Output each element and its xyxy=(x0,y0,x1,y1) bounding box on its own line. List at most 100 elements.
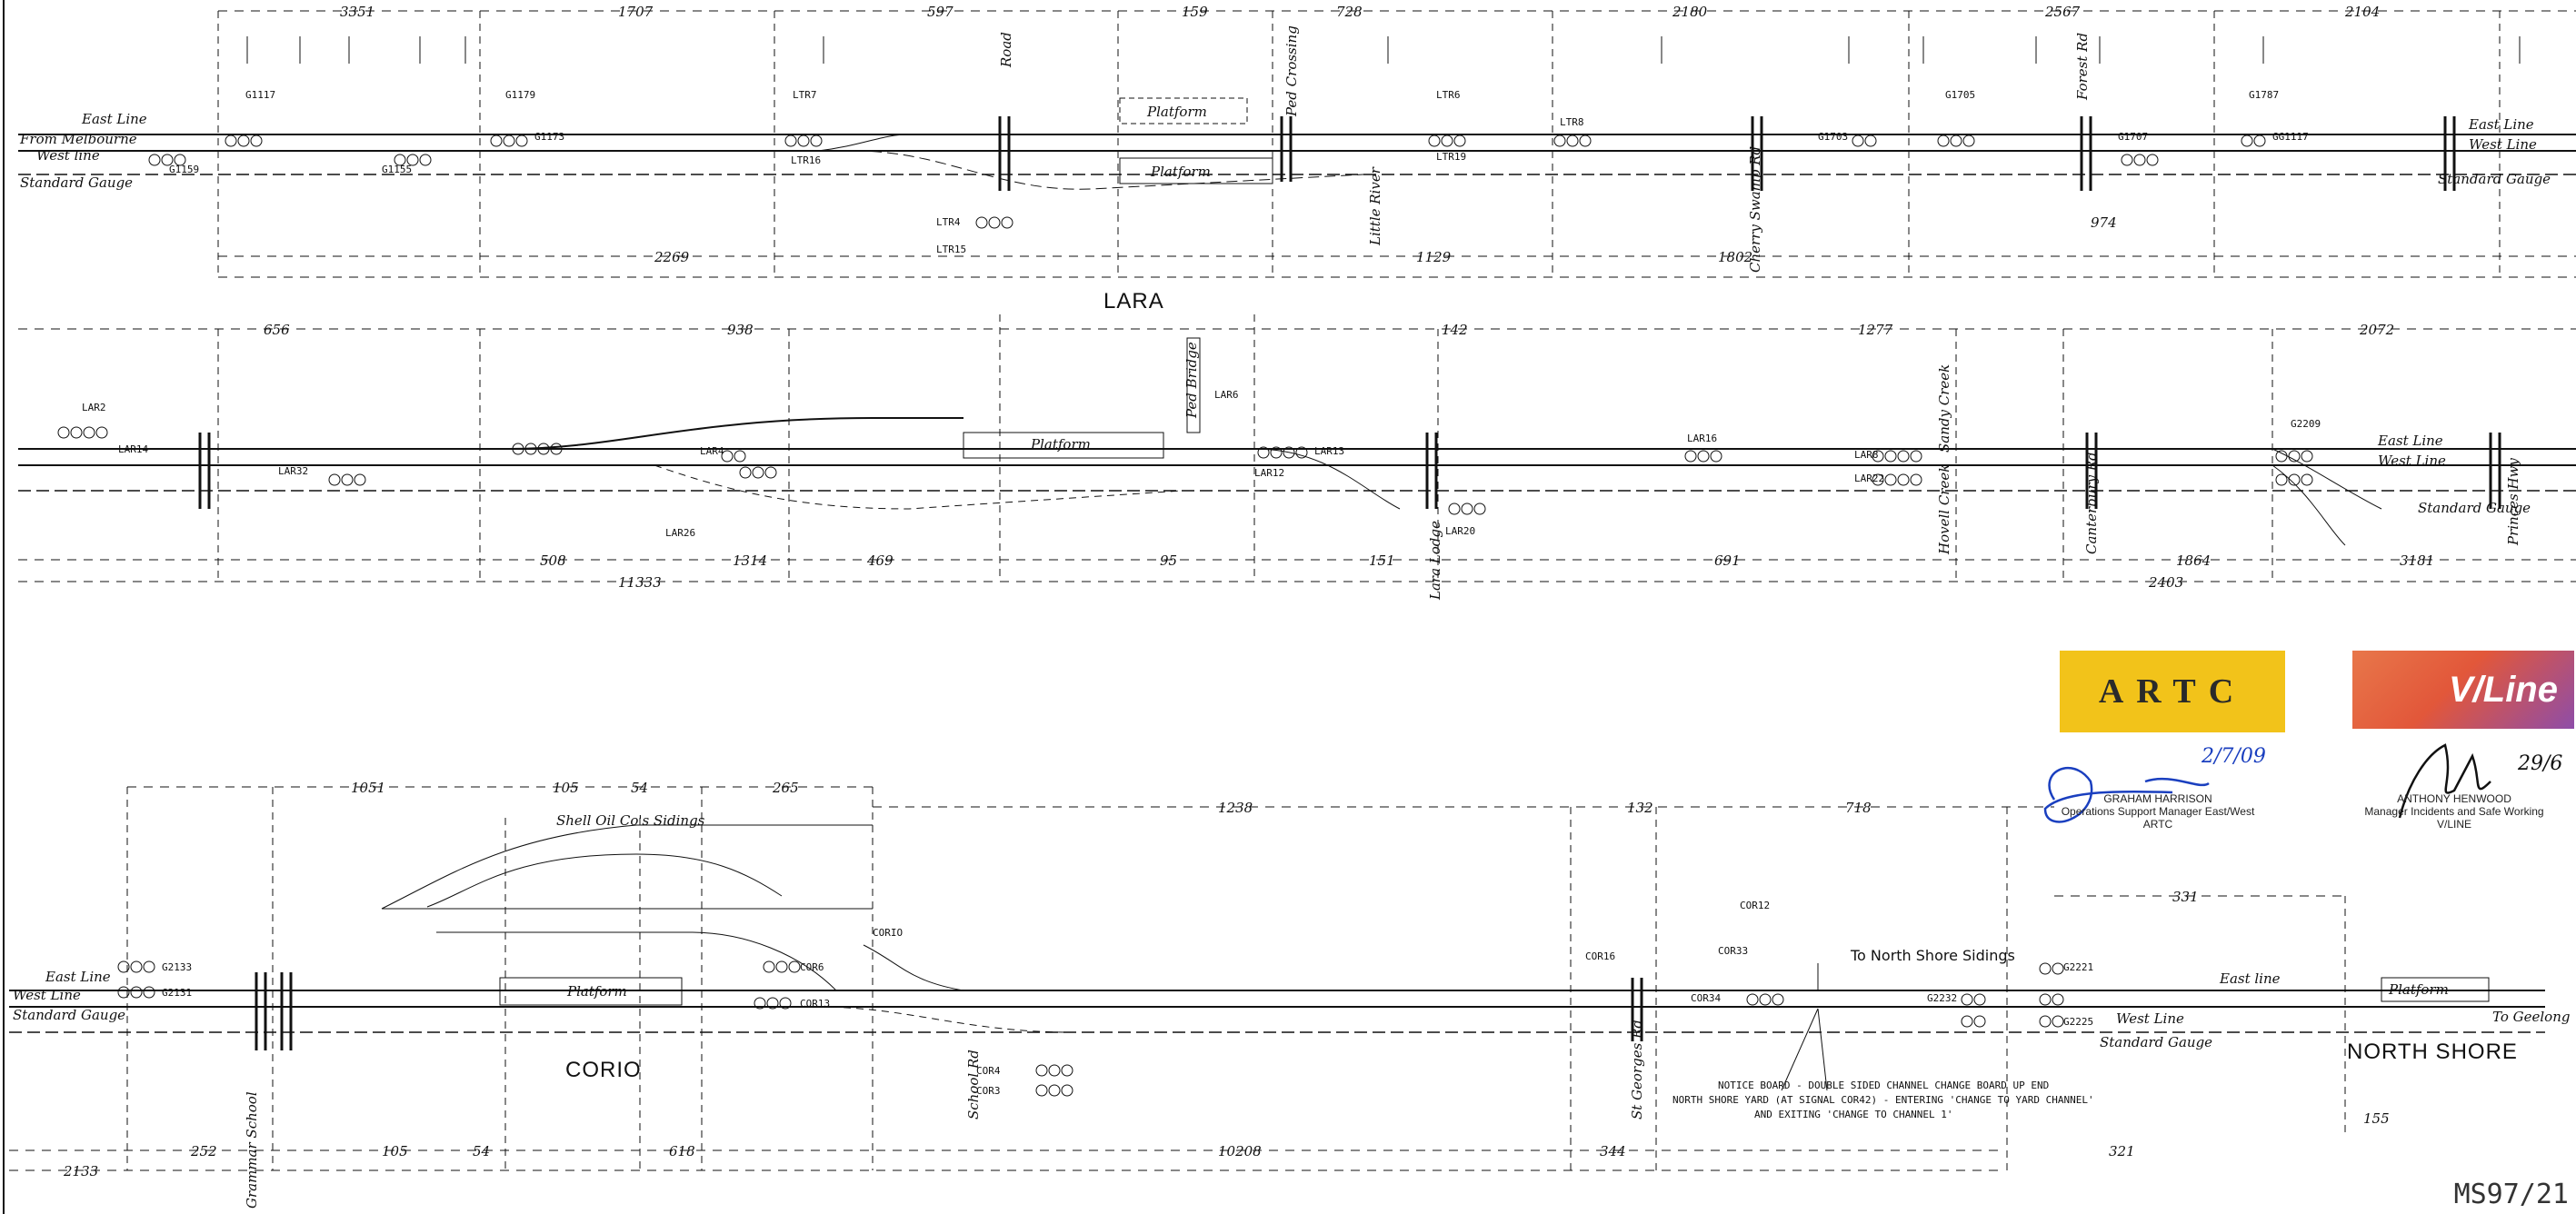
crossing-princes-hwy-label: Princes Hwy xyxy=(2505,458,2521,545)
notice-line-2: NORTH SHORE YARD (AT SIGNAL COR42) - ENT… xyxy=(1672,1094,2094,1106)
distance-r1-5: 2180 xyxy=(1672,4,1708,20)
vline-signature xyxy=(2398,743,2491,819)
north-shore-station-name: NORTH SHORE xyxy=(2347,1040,2518,1064)
lara-platform-label: Platform xyxy=(1031,436,1091,453)
row3-crossover xyxy=(817,1006,1073,1033)
lara-platform xyxy=(963,432,1164,459)
signal-label-r3-9: COR33 xyxy=(1718,945,1749,957)
notice-pointer-1 xyxy=(1781,1008,1819,1091)
signal-label-r1-11: LTR8 xyxy=(1560,116,1584,128)
row1-right-std-label: Standard Gauge xyxy=(2438,171,2551,187)
signal-label-r1-14: G1707 xyxy=(2118,131,2149,143)
corio-platform-label: Platform xyxy=(567,983,627,1000)
shell-siding-2 xyxy=(426,853,783,908)
distance-r1-9: 1129 xyxy=(1416,249,1452,265)
distance-r2-3: 1277 xyxy=(1858,322,1893,338)
distance-r3-15: 155 xyxy=(2363,1110,2390,1127)
north-shore-platform-label: Platform xyxy=(2389,981,2449,998)
notice-pointer-2 xyxy=(1817,1008,1828,1091)
row1-right-west-label: West Line xyxy=(2469,136,2537,153)
signal-label-r1-0: G1117 xyxy=(245,89,276,101)
signal-label-r1-13: G1703 xyxy=(1818,131,1849,143)
signal-label-r2-0: LAR2 xyxy=(82,402,106,413)
distance-r2-7: 1314 xyxy=(733,552,768,569)
vline-signatory-block: ANTHONY HENWOOD Manager Incidents and Sa… xyxy=(2363,792,2545,831)
distance-r3-4: 1238 xyxy=(1218,800,1253,816)
distance-r2-1: 938 xyxy=(727,322,754,338)
vline-signatory-title: Manager Incidents and Safe Working xyxy=(2364,805,2544,818)
signal-label-r3-5: COR4 xyxy=(976,1065,1001,1077)
artc-logo: ARTC xyxy=(2060,651,2285,732)
signal-label-r3-13: G2225 xyxy=(2063,1016,2094,1028)
row1-section xyxy=(18,10,2576,278)
notice-line-3: AND EXITING 'CHANGE TO CHANNEL 1' xyxy=(1754,1109,1953,1120)
distance-r3-7: 331 xyxy=(2172,889,2199,905)
distance-r3-11: 618 xyxy=(669,1143,695,1159)
distance-r1-11: 974 xyxy=(2091,214,2117,231)
vline-signatory-name: ANTHONY HENWOOD xyxy=(2397,792,2511,805)
signal-label-r3-6: COR3 xyxy=(976,1085,1001,1097)
distance-r2-4: 2072 xyxy=(2360,322,2395,338)
row2-right-east-label: East Line xyxy=(2378,433,2443,449)
row3-level-crossings xyxy=(255,972,1643,1050)
distance-r1-4: 728 xyxy=(1336,4,1363,20)
row2-section xyxy=(18,314,2576,582)
distance-r3-13: 344 xyxy=(1600,1143,1626,1159)
signal-label-r3-12: G2221 xyxy=(2063,961,2094,973)
row3-right-west-label: West Line xyxy=(2116,1010,2184,1027)
row3-west-line-label: West Line xyxy=(13,987,81,1003)
crossing-ped-label: Ped Crossing xyxy=(1283,25,1300,116)
distance-r1-0: 3351 xyxy=(340,4,375,20)
signal-label-r3-3: COR6 xyxy=(800,961,824,973)
distance-r1-10: 1802 xyxy=(1718,249,1753,265)
signal-label-r2-7: LAR13 xyxy=(1314,445,1345,457)
row2-level-crossings xyxy=(198,433,2501,509)
distance-r2-11: 691 xyxy=(1714,552,1741,569)
lara-ped-bridge xyxy=(1186,337,1201,433)
distance-r1-8: 2269 xyxy=(654,249,690,265)
signal-label-r1-15: G1787 xyxy=(2249,89,2280,101)
distance-r3-6: 718 xyxy=(1845,800,1872,816)
distance-r2-9: 95 xyxy=(1160,552,1178,569)
shell-siding-4 xyxy=(436,931,837,991)
row1-right-east-label: East Line xyxy=(2469,116,2534,133)
vline-logo: V/Line xyxy=(2352,651,2574,729)
signal-label-r3-8: COR12 xyxy=(1740,900,1771,911)
signal-label-r1-16: GG1117 xyxy=(2272,131,2309,143)
vline-sign-date: 29/6 xyxy=(2518,752,2563,775)
distance-r3-5: 132 xyxy=(1627,800,1653,816)
signal-label-r3-1: G2131 xyxy=(162,987,193,999)
distance-r1-2: 597 xyxy=(927,4,954,20)
to-north-shore-sidings-label: To North Shore Sidings xyxy=(1851,947,2015,964)
distance-r3-3: 265 xyxy=(773,780,799,796)
row3-east-line-label: East Line xyxy=(45,969,111,985)
row1-gauge-deviation xyxy=(854,150,1364,190)
row3-section xyxy=(9,786,2545,1171)
signal-label-r1-10: LTR19 xyxy=(1436,151,1467,163)
distance-r2-5: 508 xyxy=(540,552,566,569)
signal-label-r3-0: G2133 xyxy=(162,961,193,973)
artc-signatory-title: Operations Support Manager East/West xyxy=(2061,805,2255,818)
signal-label-r1-7: LTR4 xyxy=(936,216,961,228)
row2-signal-heads xyxy=(57,426,2313,515)
distance-r2-13: 3181 xyxy=(2400,552,2435,569)
signal-label-r1-3: G1179 xyxy=(505,89,536,101)
signal-label-r2-3: LAR4 xyxy=(700,445,724,457)
row2-right-west-label: West Line xyxy=(2378,453,2446,469)
artc-sign-date: 2/7/09 xyxy=(2202,745,2266,768)
distance-r2-6: 11333 xyxy=(618,574,662,591)
distance-r1-7: 2104 xyxy=(2345,4,2381,20)
signal-label-r2-1: LAR14 xyxy=(118,443,149,455)
row1-signal-heads xyxy=(148,134,2266,229)
row1-east-line-label: East Line xyxy=(82,111,147,127)
signal-label-r1-6: LTR16 xyxy=(791,154,822,166)
artc-signatory-org: ARTC xyxy=(2142,818,2173,831)
row1-section-dividers xyxy=(217,11,2501,273)
crossing-forest-rd-label: Forest Rd xyxy=(2074,32,2091,100)
signal-label-r2-4: LAR26 xyxy=(665,527,696,539)
distance-r2-0: 656 xyxy=(264,322,290,338)
row3-section-dividers xyxy=(126,787,2346,1170)
distance-r3-10: 54 xyxy=(473,1143,491,1159)
row1-platform-lower-label: Platform xyxy=(1151,164,1211,180)
